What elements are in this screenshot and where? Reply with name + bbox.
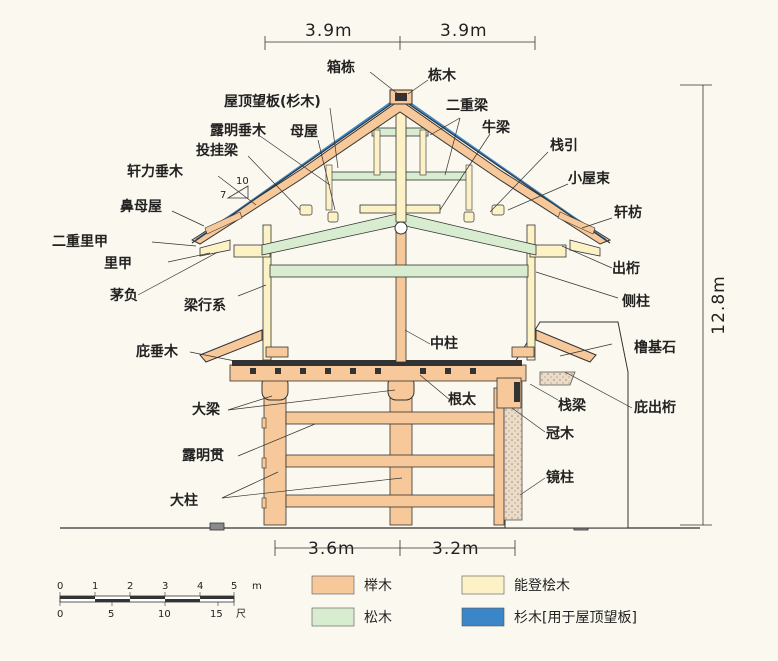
scale-shaku-15: 15 <box>210 609 223 620</box>
middle-pillar-top <box>394 221 408 235</box>
mirror-post <box>493 387 505 526</box>
label-degeta: 出桁 <box>612 260 640 277</box>
legend: 榉木 能登桧木 松木 杉木[用于屋顶望板] <box>311 575 637 627</box>
middle-pillar <box>395 221 407 363</box>
tie-beam-3 <box>285 494 495 508</box>
label-nijubari: 二重梁 <box>446 97 489 114</box>
turret-foundation-stone <box>539 371 576 386</box>
beam-row <box>269 264 529 278</box>
scale-shaku-10: 10 <box>158 609 171 620</box>
dim-bottom-left: 3.6m <box>308 539 356 559</box>
label-sanryo: 栈梁 <box>558 397 587 414</box>
legend-swatch-keyaki <box>311 575 355 595</box>
joist-ends <box>250 368 476 374</box>
scale-m-1: 1 <box>92 581 98 592</box>
label-koyazuka: 小屋束 <box>568 170 611 187</box>
scale-m-2: 2 <box>127 581 133 592</box>
label-kagamibashira: 镜柱 <box>546 469 574 486</box>
label-ohbari: 大梁 <box>192 401 221 418</box>
label-hanamoya: 鼻母屋 <box>120 198 162 215</box>
label-roumei-nuki: 露明贯 <box>182 447 224 464</box>
legend-label-pine: 松木 <box>364 610 392 626</box>
label-nagegakebari: 投挂梁 <box>196 142 239 159</box>
label-rikou: 里甲 <box>104 256 132 272</box>
legend-label-cedar: 杉木[用于屋顶望板] <box>514 610 637 626</box>
leader-lines <box>137 71 633 499</box>
label-hisashi-degeta: 庇出桁 <box>634 399 676 416</box>
label-nakabashira: 中柱 <box>430 335 458 352</box>
slope-triangle <box>226 185 249 199</box>
scale-m-3: 3 <box>162 581 168 592</box>
eave-slats <box>204 211 596 235</box>
king-post <box>395 99 407 223</box>
dimension-lines <box>264 36 712 556</box>
scale-m-unit: m <box>252 581 262 592</box>
label-ohbashira: 大柱 <box>170 492 198 509</box>
scale-m-5: 5 <box>231 581 237 592</box>
tie-beam-2 <box>285 454 495 468</box>
floor-board <box>232 360 522 366</box>
legend-swatch-pine <box>311 607 355 627</box>
scale-shaku-5: 5 <box>108 609 114 620</box>
scale-shaku-0: 0 <box>57 609 63 620</box>
scale-m-4: 4 <box>197 581 203 592</box>
label-moya: 母屋 <box>290 124 318 140</box>
label-roumei-taruki: 露明垂木 <box>210 122 267 139</box>
side-pillar-right <box>526 224 536 361</box>
legend-label-hinoki: 能登桧木 <box>514 578 570 594</box>
label-gawabashira: 侧柱 <box>622 293 650 310</box>
label-munagi: 栋木 <box>428 67 457 84</box>
lower-eave-rafter-right <box>535 329 597 363</box>
label-nokibou: 轩枋 <box>614 204 642 221</box>
dim-height: 12.8m <box>709 275 729 334</box>
purlins <box>299 204 505 223</box>
label-hakomune: 箱栋 <box>327 59 355 76</box>
legend-swatch-hinoki <box>461 575 505 595</box>
lower-eave-rafter-left <box>199 329 263 363</box>
label-gyuryo: 牛梁 <box>482 119 511 136</box>
label-nebuto: 根太 <box>448 391 477 408</box>
scale-bar: 0 1 2 3 4 5 m 0 5 10 15 尺 <box>57 581 262 620</box>
label-sashihiki: 栈引 <box>550 137 578 154</box>
main-roof-rafters <box>190 99 612 245</box>
dim-bottom-right: 3.2m <box>432 539 480 559</box>
foundation-stone-left <box>209 522 225 531</box>
dim-top-left: 3.9m <box>305 21 353 41</box>
scale-shaku-unit: 尺 <box>236 608 246 620</box>
label-harayukikei: 梁行系 <box>183 297 226 314</box>
label-niju-rikou: 二重里甲 <box>52 233 108 250</box>
slope-rise-label: 7 <box>220 190 226 201</box>
label-roof-board: 屋顶望板(杉木) <box>224 93 321 110</box>
label-rokikiseki: 橹基石 <box>634 339 676 356</box>
label-kanmuriki: 冠木 <box>546 425 575 442</box>
dim-top-right: 3.9m <box>440 21 488 41</box>
labels-group: 箱栋 栋木 屋顶望板(杉木) 二重梁 露明垂木 母屋 牛梁 投挂梁 栈引 轩力垂… <box>52 59 676 509</box>
side-pillar-left <box>262 224 272 361</box>
legend-swatch-cedar <box>461 607 505 627</box>
label-hisashi-taruki: 庇垂木 <box>136 343 179 360</box>
label-kayaoi: 茅负 <box>110 287 138 304</box>
slope-run-label: 10 <box>236 176 249 187</box>
legend-label-keyaki: 榉木 <box>364 578 392 594</box>
tie-beam-1 <box>285 411 495 425</box>
label-karuki-taruki: 轩力垂木 <box>127 163 184 180</box>
scale-m-0: 0 <box>57 581 63 592</box>
